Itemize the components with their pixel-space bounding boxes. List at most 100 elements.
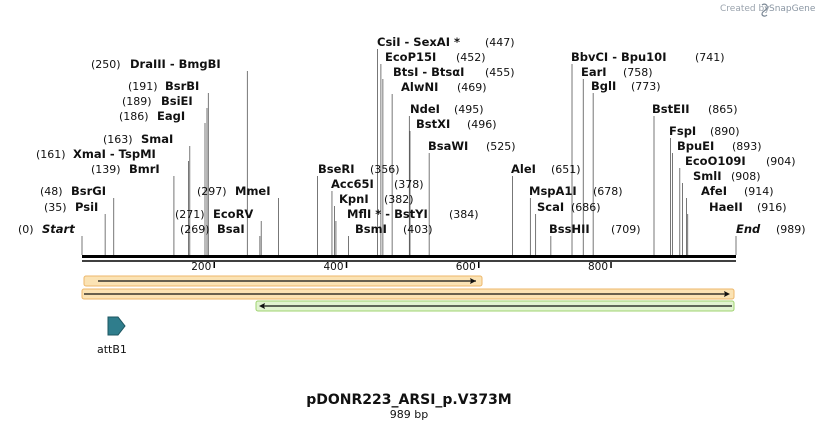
site-name: BglI [591, 79, 616, 93]
ruler-tick-label: 800 [588, 261, 608, 273]
site-position: (525) [486, 140, 516, 153]
site-bsmi[interactable]: (403) BsmI [355, 222, 433, 236]
site-start[interactable]: (0)Start [18, 222, 75, 236]
site-name: XmaI - TspMI [73, 147, 156, 161]
site-name: SmaI [141, 132, 173, 146]
site-bbvci-bpu10i[interactable]: (741)BbvCI - Bpu10I [571, 50, 725, 64]
site-labels: (0)Start (35)PsiI (48)BsrGI (139)BmrI (161) X… [18, 35, 806, 236]
site-name: BmrI [129, 162, 160, 176]
site-position: (186) [119, 110, 149, 123]
sequence-backbone[interactable] [82, 255, 736, 262]
site-psii[interactable]: (35)PsiI [44, 200, 98, 214]
site-bstxi[interactable]: (496) BstXI [416, 117, 497, 131]
map-length: 989 bp [390, 408, 428, 421]
site-bsteii[interactable]: (865)BstEII [652, 102, 738, 116]
site-position: (163) [103, 133, 133, 146]
site-mspa1i[interactable]: (678)MspA1I [529, 184, 623, 198]
site-name: BsaI [217, 222, 245, 236]
site-smli[interactable]: (908)SmlI [693, 169, 761, 183]
site-name: SmlI [693, 169, 722, 183]
site-alwni[interactable]: (469)AlwNI [401, 80, 487, 94]
site-ndei[interactable]: (495) NdeI [410, 102, 484, 116]
site-name: NdeI [410, 102, 440, 116]
orf-arrow-1[interactable] [83, 275, 483, 287]
site-position: (495) [454, 103, 484, 116]
ruler-tick-label: 200 [191, 261, 211, 273]
site-name: EcoRV [213, 207, 253, 221]
site-name: BstXI [416, 117, 450, 131]
snapgene-credit: Created by SnapGene [720, 3, 816, 17]
leader-lines [81, 49, 737, 255]
site-ecoo109i[interactable]: (904)EcoO109I [685, 154, 796, 168]
site-position: (496) [467, 118, 497, 131]
site-name: EcoO109I [685, 154, 746, 168]
snapgene-logo-icon [761, 3, 768, 17]
site-bgli[interactable]: (773)BglI [591, 79, 661, 93]
ruler-tick-label: 600 [456, 261, 476, 273]
site-ecorv[interactable]: (271) EcoRV [175, 207, 253, 221]
site-name: MflI * - BstYI [347, 207, 428, 221]
site-bmri[interactable]: (139)BmrI [91, 162, 160, 176]
orf-arrow-3[interactable] [255, 300, 735, 312]
site-position: (269) [180, 223, 210, 236]
site-position: (191) [128, 80, 158, 93]
site-name: AfeI [701, 184, 727, 198]
site-position: (384) [449, 208, 479, 221]
site-name: BtsI - BtsαI [393, 65, 464, 79]
site-name: BsaWI [428, 139, 468, 153]
site-position: (48) [40, 185, 63, 198]
site-bsshii[interactable]: (709)BssHII [549, 222, 641, 236]
site-end[interactable]: (989)End [736, 222, 806, 236]
site-position: (382) [384, 193, 414, 206]
site-name: MspA1I [529, 184, 577, 198]
site-name: End [736, 222, 761, 236]
site-ecop15i[interactable]: (452)EcoP15I [385, 50, 486, 64]
site-csii-sexai[interactable]: (447)CsiI - SexAI * [377, 35, 515, 49]
site-position: (893) [732, 140, 762, 153]
site-eagi[interactable]: (186)EagI [119, 109, 185, 123]
site-scai[interactable]: (686)ScaI [537, 200, 601, 214]
site-position: (741) [695, 51, 725, 64]
attb1-arrow-icon [107, 316, 126, 336]
site-mfli-bstyi[interactable]: (384) MflI * - BstYI [347, 207, 479, 221]
site-position: (469) [457, 81, 487, 94]
site-position: (35) [44, 201, 67, 214]
site-position: (865) [708, 103, 738, 116]
site-bsawi[interactable]: (525) BsaWI [428, 139, 516, 153]
site-fspi[interactable]: (890)FspI [669, 124, 740, 138]
site-bsrgi[interactable]: (48)BsrGI [40, 184, 106, 198]
site-draiii-bmgbi[interactable]: (250)DraIII - BmgBI [91, 57, 221, 71]
site-position: (297) [197, 185, 227, 198]
site-name: AleI [511, 162, 536, 176]
map-title: pDONR223_ARSI_p.V373M [306, 392, 512, 408]
site-bsiei[interactable]: (189)BsiEI [122, 94, 193, 108]
site-name: BsmI [355, 222, 387, 236]
site-kpni[interactable]: (382)KpnI [339, 192, 414, 206]
credit-text: Created by [720, 4, 770, 14]
site-position: (271) [175, 208, 205, 221]
site-name: FspI [669, 124, 696, 138]
site-acc65i[interactable]: (378)Acc65I [331, 177, 424, 191]
site-alei[interactable]: (651)AleI [511, 162, 581, 176]
attb1-feature[interactable]: attB1 [97, 316, 127, 356]
credit-brand: SnapGene [769, 4, 816, 14]
site-bpuei[interactable]: (893)BpuEI [677, 139, 762, 153]
site-bsrbi[interactable]: (191) BsrBI [128, 79, 199, 93]
site-xmai-tspmi[interactable]: (161) XmaI - TspMI [36, 147, 156, 161]
site-eari[interactable]: (758)EarI [581, 65, 653, 79]
site-mmei[interactable]: (297)MmeI [197, 184, 271, 198]
site-name: EcoP15I [385, 50, 436, 64]
orf-arrow-2[interactable] [81, 288, 735, 300]
site-btsi-btsαi[interactable]: (455)BtsI - BtsαI [393, 65, 515, 79]
site-position: (403) [403, 223, 433, 236]
site-haeii[interactable]: (916)HaeII [709, 200, 787, 214]
site-smai[interactable]: (163) SmaI [103, 132, 173, 146]
site-name: BsrBI [165, 79, 199, 93]
site-position: (161) [36, 148, 66, 161]
site-name: ScaI [537, 200, 564, 214]
site-position: (250) [91, 58, 121, 71]
site-afei[interactable]: (914)AfeI [701, 184, 774, 198]
site-bseri[interactable]: (356)BseRI [318, 162, 400, 176]
site-bsai[interactable]: (269) BsaI [180, 222, 245, 236]
